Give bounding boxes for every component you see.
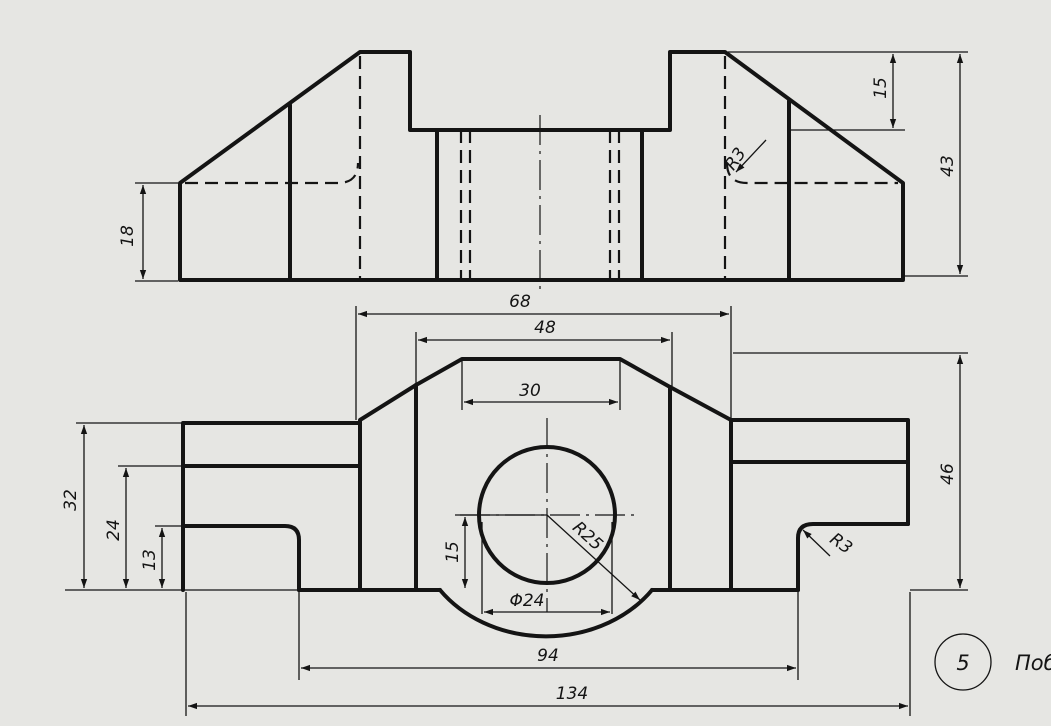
dim-134: 134 [556, 684, 588, 704]
dim-46: 46 [938, 463, 958, 485]
dim-30: 30 [519, 381, 541, 401]
dim-13: 13 [140, 549, 160, 571]
radius-r25: R25 [568, 518, 606, 555]
top-view [181, 357, 910, 639]
front-view [178, 50, 905, 290]
dim-68: 68 [509, 292, 531, 312]
dim-43: 43 [938, 155, 958, 177]
figure-badge: 5 [934, 633, 992, 691]
dim-48: 48 [534, 318, 556, 338]
dim-24: 24 [104, 519, 124, 541]
dim-94: 94 [537, 646, 559, 666]
dim-15-bottom: 15 [443, 541, 463, 563]
radius-r3-bottom: R3 [826, 529, 856, 558]
dim-15-top: 15 [871, 77, 891, 99]
top-view-dimensions: 68 48 30 46 32 24 13 15 R25 [61, 292, 968, 716]
diameter-phi24: Φ24 [509, 591, 544, 611]
dim-18: 18 [118, 225, 138, 247]
dim-32: 32 [61, 489, 81, 511]
caption-text: Поб [1015, 651, 1051, 675]
figure-number: 5 [956, 651, 969, 675]
front-view-dimensions: 18 15 43 R3 [118, 51, 968, 282]
